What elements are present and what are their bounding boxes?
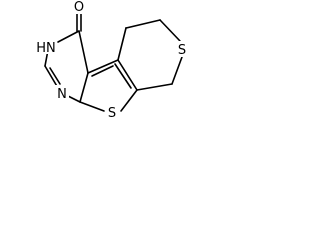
bond-c5-c6 [125, 19, 161, 29]
nh-atom-label: HN [36, 41, 56, 56]
oxygen-atom-label: O [74, 0, 84, 15]
s-ring-atom-label: S [178, 43, 186, 58]
bond-s-c7a [120, 89, 138, 112]
bond-c4a-c4 [78, 30, 89, 74]
molecule-structure-diagram: O HN N S S [32, 0, 189, 121]
bond-c7a-c3a-inner [114, 63, 132, 89]
bond-c3a-c5 [117, 27, 127, 61]
bond-c8a-c4a [79, 72, 89, 103]
bond-c3a-c4a-inner [91, 65, 114, 77]
bond-s-c8 [171, 56, 183, 85]
bond-c2-n1-inner [49, 67, 61, 85]
atom-labels: O HN N S S [32, 0, 189, 121]
bond-c4-n3 [57, 30, 80, 43]
bond-c3a-c4a [87, 59, 119, 74]
bonds [44, 13, 183, 112]
s-thiophene-label-bg [105, 104, 119, 120]
s-ring-label-bg [175, 41, 189, 57]
bond-c7a-c3a [117, 59, 138, 91]
oxygen-label-bg [72, 0, 86, 14]
n-lower-label-bg [55, 85, 69, 101]
nh-label-bg [32, 38, 56, 54]
s-thiophene-atom-label: S [108, 106, 116, 121]
bond-c8-c7a [136, 83, 173, 91]
bond-c6-s [159, 19, 181, 42]
bond-c8a-s [79, 101, 105, 112]
n-lower-atom-label: N [57, 87, 67, 102]
bond-c2-n1 [44, 65, 59, 89]
